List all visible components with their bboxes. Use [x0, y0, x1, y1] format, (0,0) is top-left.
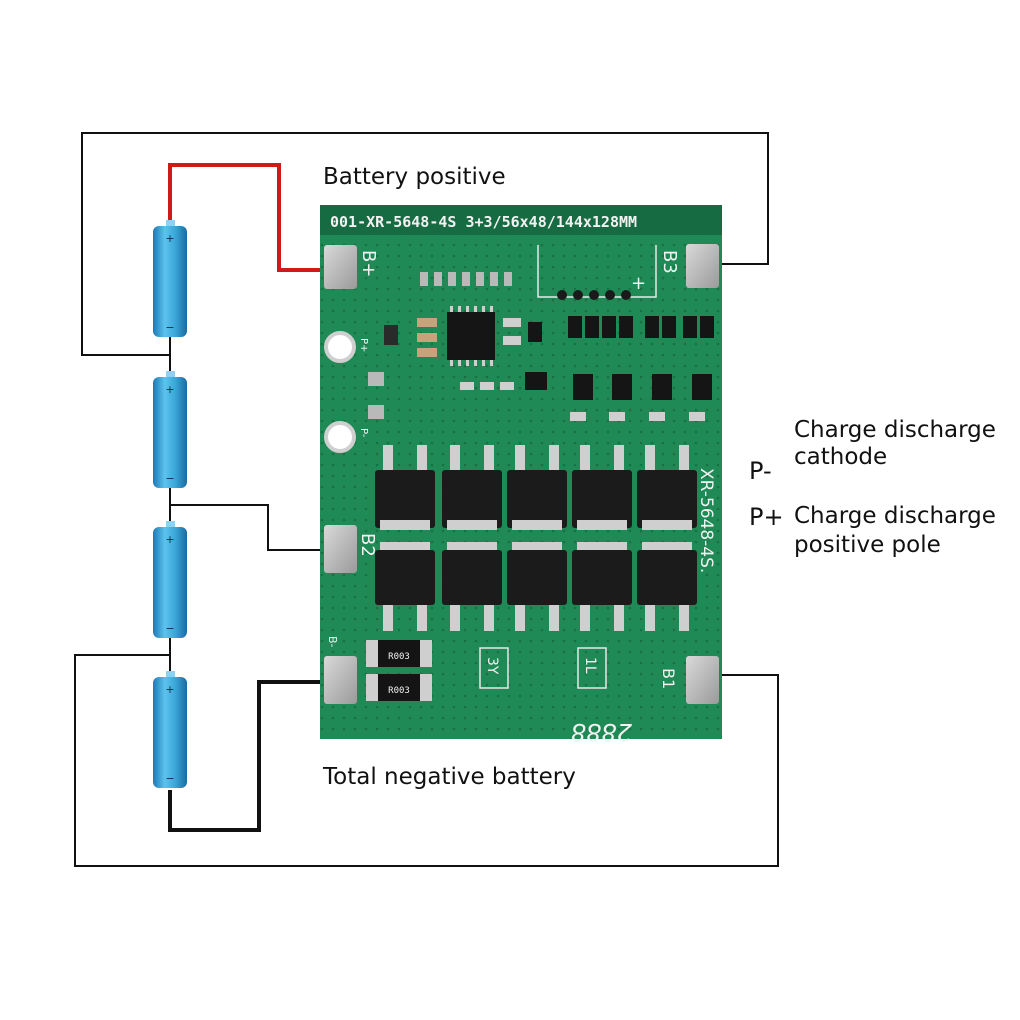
pad-b1: [686, 656, 719, 704]
battery-cell: + −: [153, 220, 187, 337]
pad-bminus-label: B-: [326, 636, 339, 648]
hole-pplus-label: P+: [358, 338, 369, 352]
wire-b2: [170, 504, 324, 551]
wire-battery-positive: [168, 163, 324, 272]
total-negative-label: Total negative battery: [323, 764, 576, 790]
board-serial: 2888: [571, 718, 632, 746]
p-minus-desc-line1: Charge discharge: [794, 417, 996, 443]
pad-bplus-label: B+: [358, 250, 379, 277]
battery-plus-sign: +: [165, 383, 174, 396]
battery-plus-sign: +: [165, 533, 174, 546]
silk-1l-box: [577, 647, 607, 689]
hole-pminus-label: P-: [358, 428, 369, 438]
battery-cell: + −: [153, 371, 187, 488]
battery-minus-sign: −: [165, 772, 174, 785]
pad-b3: [686, 244, 719, 288]
board-side-model: XR-5648-4S.: [696, 468, 716, 573]
pad-b2: [324, 525, 357, 573]
shunt-resistor-marking: R003: [388, 686, 410, 696]
pcb-board: 001-XR-5648-4S 3+3/56x48/144x128MM B+ B3…: [320, 205, 722, 746]
connector-pins: [557, 290, 631, 300]
battery-minus-sign: −: [165, 622, 174, 635]
p-plus-symbol: P+: [749, 503, 784, 531]
battery-plus-sign: +: [165, 232, 174, 245]
battery-minus-sign: −: [165, 321, 174, 334]
shunt-resistor-marking: R003: [388, 652, 410, 662]
mosfet-row-bottom: [375, 542, 697, 631]
battery-plus-sign: +: [165, 683, 174, 696]
wire-b1-loop: [74, 654, 779, 867]
pad-b1-label: B1: [659, 668, 678, 689]
p-minus-symbol: P-: [749, 457, 772, 485]
pad-b3-label: B3: [659, 250, 680, 274]
shunt-resistor: R003: [366, 640, 432, 667]
board-header-text: 001-XR-5648-4S 3+3/56x48/144x128MM: [330, 213, 637, 231]
ic-chip: [447, 312, 495, 360]
battery-cell: + −: [153, 521, 187, 638]
silk-1l: 1L: [582, 657, 598, 674]
pad-bminus: [324, 656, 357, 704]
wire-b3-loop: [81, 132, 769, 356]
battery-minus-sign: −: [165, 472, 174, 485]
p-plus-desc-line1: Charge discharge: [794, 503, 996, 529]
ic-chip-pins: [450, 306, 493, 366]
p-minus-desc-line2: cathode: [794, 444, 888, 470]
connector-plus-label: +: [631, 273, 646, 294]
pad-b2-label: B2: [357, 533, 378, 557]
smd-components: [368, 272, 714, 421]
shunt-resistor: R003: [366, 674, 432, 701]
hole-pplus: [324, 331, 356, 363]
battery-positive-label: Battery positive: [323, 164, 506, 190]
wire-total-negative: [168, 680, 324, 832]
pad-bplus: [324, 245, 357, 289]
silk-3y: 3Y: [484, 657, 500, 675]
hole-pminus: [324, 421, 356, 453]
mosfet-row-top: [375, 445, 697, 530]
battery-cell: + −: [153, 671, 187, 788]
silk-3y-box: [479, 647, 509, 689]
p-plus-desc-line2: positive pole: [794, 532, 941, 558]
wires: [74, 132, 779, 867]
